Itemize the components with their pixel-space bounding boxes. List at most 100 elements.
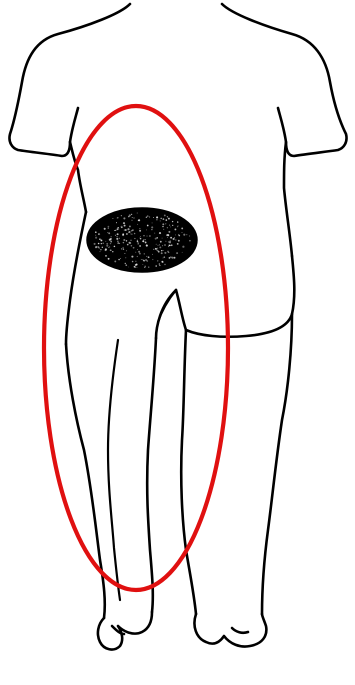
lesion-speckle — [152, 259, 153, 260]
lesion-speckle — [139, 230, 141, 232]
lesion-speckle — [165, 241, 166, 242]
lesion-speckle — [170, 226, 171, 227]
lesion-speckle — [141, 259, 142, 260]
lesion-speckle — [128, 267, 129, 268]
lesion-speckle — [114, 246, 116, 248]
lesion-speckle — [115, 230, 116, 231]
lesion-speckle — [139, 238, 140, 239]
lesion-speckle — [165, 223, 166, 224]
lesion-speckle — [125, 263, 126, 264]
lesion-speckle — [137, 240, 138, 241]
lesion-speckle — [163, 250, 164, 251]
lesion-speckle — [151, 226, 153, 228]
lesion-speckle — [164, 264, 165, 265]
lesion-speckle — [157, 248, 158, 249]
lesion-speckle — [183, 234, 185, 236]
lesion-speckle — [98, 234, 99, 235]
lesion-speckle — [108, 247, 109, 248]
lesion-speckle — [167, 227, 168, 228]
lesion-speckle — [110, 241, 111, 242]
lesion-speckle — [159, 244, 160, 245]
lesion-speckle — [137, 213, 138, 214]
lesion-speckle — [128, 216, 129, 217]
lesion-speckle — [169, 225, 170, 226]
lesion-speckle — [154, 233, 155, 234]
lesion-speckle — [123, 248, 124, 249]
lesion-speckle — [111, 242, 112, 243]
lesion-speckle — [146, 256, 147, 257]
lesion-speckle — [173, 238, 175, 240]
lesion-speckle — [142, 259, 143, 260]
lesion-speckle — [124, 253, 125, 254]
lesion-speckle — [98, 247, 99, 248]
lesion-speckle — [147, 215, 149, 217]
lesion-speckle — [102, 247, 103, 248]
lesion-speckle — [159, 232, 161, 234]
lesion-speckle — [189, 240, 191, 242]
lesion-speckle — [178, 240, 180, 242]
lesion-speckle — [182, 232, 183, 233]
lesion-speckle — [139, 245, 141, 247]
lesion-speckle — [182, 252, 183, 253]
lesion-speckle — [131, 234, 132, 235]
lesion-speckle — [148, 266, 149, 267]
lesion-speckle — [134, 233, 136, 235]
lesion-speckle — [114, 260, 116, 262]
lesion-speckle — [163, 229, 164, 230]
lesion-speckle — [135, 267, 136, 268]
lesion-speckle — [123, 222, 125, 224]
lesion-speckle — [122, 247, 123, 248]
lesion-speckle — [121, 215, 122, 216]
lesion-speckle — [117, 241, 118, 242]
lesion-speckle — [116, 236, 117, 237]
lesion-speckle — [108, 226, 110, 228]
lesion-speckle — [110, 243, 111, 244]
lesion-speckle — [95, 235, 96, 236]
lesion-speckle — [164, 244, 166, 246]
lesion-speckle — [137, 267, 138, 268]
lesion-speckle — [124, 225, 126, 227]
lesion-speckle — [123, 239, 125, 241]
lesion-speckle — [132, 261, 134, 263]
lesion-speckle — [102, 243, 104, 245]
lesion-speckle — [182, 246, 184, 248]
lesion-speckle — [163, 258, 164, 259]
lesion-speckle — [144, 267, 145, 268]
lesion-speckle — [156, 237, 157, 238]
lesion-speckle — [172, 225, 173, 226]
lesion-speckle — [147, 225, 149, 227]
lesion-speckle — [149, 235, 151, 237]
lesion-speckle — [134, 238, 135, 239]
lesion-speckle — [95, 237, 97, 239]
lesion-speckle — [177, 221, 178, 222]
lesion-speckle — [130, 240, 131, 241]
lesion-speckle — [155, 248, 157, 250]
lesion-speckle — [164, 214, 166, 216]
lesion-speckle — [121, 226, 123, 228]
lesion-speckle — [121, 248, 123, 250]
lesion-speckle — [131, 245, 133, 247]
lesion-speckle — [101, 243, 102, 244]
lesion-speckle — [127, 244, 129, 246]
lesion-speckle — [179, 235, 180, 236]
lesion-speckle — [175, 239, 176, 240]
lesion-speckle — [155, 238, 157, 240]
lesion-speckle — [143, 260, 145, 262]
lesion-speckle — [168, 231, 170, 233]
lesion-speckle — [105, 255, 107, 257]
lesion-speckle — [117, 227, 118, 228]
lesion-marking — [87, 208, 197, 272]
lesion-speckle — [162, 223, 164, 225]
lesion-speckle — [119, 243, 120, 244]
lesion-speckle — [159, 265, 160, 266]
lesion-speckle — [142, 264, 143, 265]
lesion-speckle — [123, 242, 124, 243]
lesion-speckle — [151, 229, 152, 230]
lesion-speckle — [100, 239, 102, 241]
lesion-speckle — [95, 231, 97, 233]
lesion-speckle — [108, 258, 110, 260]
lesion-speckle — [152, 254, 153, 255]
lesion-speckle — [105, 241, 106, 242]
lesion-speckle — [146, 244, 147, 245]
lesion-speckle — [161, 261, 163, 263]
